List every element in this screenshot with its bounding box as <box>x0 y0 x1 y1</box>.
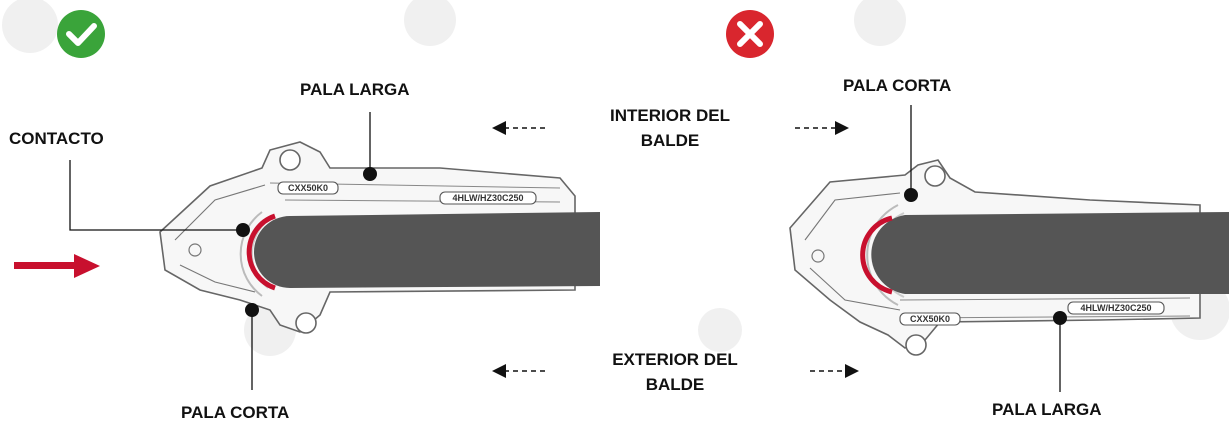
label-contacto: CONTACTO <box>9 129 104 148</box>
tooth-side-marking: 4HLW/HZ30C250 <box>452 193 523 203</box>
label-exterior-line2: BALDE <box>645 375 705 394</box>
adapter-blade <box>254 212 600 288</box>
x-circle-icon <box>726 10 774 58</box>
dashed-arrow-right-icon <box>795 121 849 135</box>
label-pala-corta-incorrect: PALA CORTA <box>843 76 952 95</box>
contact-arc <box>860 215 893 295</box>
correct-callouts <box>69 112 371 390</box>
label-pala-larga-incorrect: PALA LARGA <box>992 400 1102 419</box>
label-pala-larga-correct: PALA LARGA <box>300 80 410 99</box>
label-pala-corta-correct: PALA CORTA <box>181 403 290 422</box>
incorrect-tooth-drawing: CXX50K0 4HLW/HZ30C250 <box>789 159 1229 356</box>
label-interior-line2: BALDE <box>640 131 700 150</box>
incorrect-callout-dots <box>904 188 1067 325</box>
check-circle-icon <box>57 10 105 58</box>
dashed-arrow-right-icon <box>810 364 859 378</box>
tooth-top-marking: CXX50K0 <box>288 183 328 193</box>
adapter-blade <box>871 212 1229 294</box>
contact-arc <box>246 213 276 291</box>
correct-tooth-drawing: CXX50K0 4HLW/HZ30C250 <box>159 141 600 334</box>
arrow-right-icon <box>14 254 100 278</box>
label-interior-line1: INTERIOR DEL <box>610 106 730 125</box>
tooth-side-marking: 4HLW/HZ30C250 <box>1080 303 1151 313</box>
dashed-arrow-left-icon <box>492 364 545 378</box>
correct-callout-dots <box>236 167 377 317</box>
dashed-arrow-left-icon <box>492 121 545 135</box>
tooth-top-marking: CXX50K0 <box>910 314 950 324</box>
label-exterior-line1: EXTERIOR DEL <box>612 350 738 369</box>
incorrect-callouts <box>910 105 1061 392</box>
